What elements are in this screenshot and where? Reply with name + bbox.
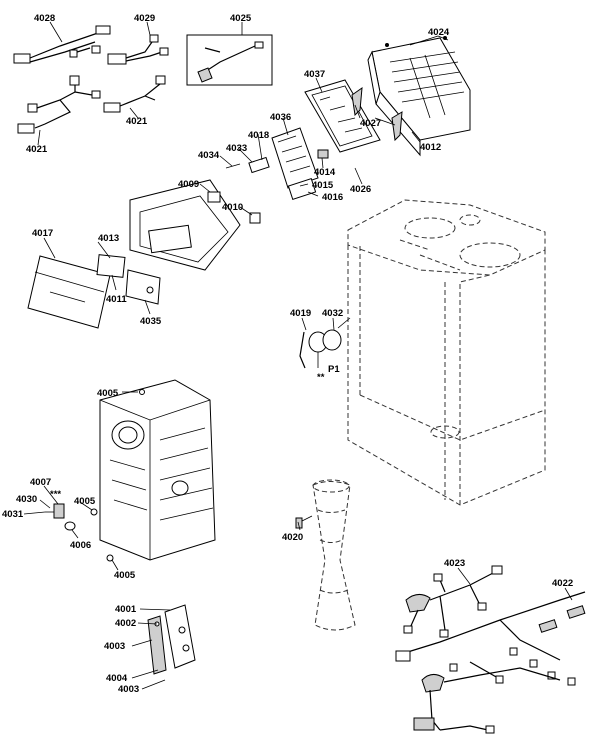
label-4005-top: 4005	[97, 388, 119, 399]
pcb-board-4037	[304, 79, 381, 153]
module-4035	[125, 269, 161, 305]
label-4031: 4031	[2, 509, 24, 520]
label-4023: 4023	[444, 558, 465, 569]
label-4012: 4012	[420, 142, 441, 153]
label-4005-mid: 4005	[74, 496, 96, 507]
heat-exchanger	[99, 379, 216, 561]
label-stars: ***	[50, 489, 61, 500]
cable-4025	[186, 34, 273, 86]
label-4019: 4019	[290, 308, 311, 319]
label-4026: 4026	[350, 184, 371, 195]
cable-4028	[13, 25, 111, 64]
label-4005-bottom: 4005	[114, 570, 136, 581]
flue-pipe-4020	[295, 479, 356, 631]
label-4015: 4015	[312, 180, 334, 191]
label-4002: 4002	[115, 618, 136, 629]
cable-4021-left	[17, 75, 101, 134]
label-4029: 4029	[134, 13, 155, 24]
label-4016: 4016	[322, 192, 343, 203]
mounting-bracket	[147, 604, 196, 675]
label-4030: 4030	[16, 494, 37, 505]
leader-lines	[23, 21, 573, 690]
label-p1-stars: **	[317, 372, 325, 383]
label-4037: 4037	[304, 69, 325, 80]
pressure-gauge-4019	[299, 317, 351, 369]
circuit-board-4036	[225, 127, 329, 200]
label-p1: P1	[328, 364, 340, 375]
label-4036: 4036	[270, 112, 291, 123]
label-4006: 4006	[70, 540, 91, 551]
label-4007: 4007	[30, 477, 51, 488]
label-4032: 4032	[322, 308, 343, 319]
label-4022: 4022	[552, 578, 573, 589]
sensor-4007	[45, 503, 114, 562]
label-4017: 4017	[32, 228, 53, 239]
label-4021-right: 4021	[126, 116, 148, 127]
label-4034: 4034	[198, 150, 220, 161]
cable-4029	[107, 34, 169, 65]
cable-4021-right	[103, 75, 166, 113]
label-4018: 4018	[248, 130, 269, 141]
boiler-housing-outline	[347, 199, 546, 506]
front-cover-4017	[27, 255, 111, 329]
part-labels: 4028 4029 4025 4024 4021 4021 4037 4027 …	[2, 13, 573, 695]
label-4025: 4025	[230, 13, 252, 24]
label-4004: 4004	[106, 673, 128, 684]
label-4035: 4035	[140, 316, 162, 327]
label-4028: 4028	[34, 13, 55, 24]
control-panel-4013	[129, 179, 261, 271]
label-4001: 4001	[115, 604, 137, 615]
label-4020: 4020	[282, 532, 303, 543]
label-4027: 4027	[360, 118, 381, 129]
label-4003-bottom: 4003	[118, 684, 139, 695]
label-4024: 4024	[428, 27, 450, 38]
label-4014: 4014	[314, 167, 336, 178]
clamps-4027	[351, 86, 403, 142]
label-4003-top: 4003	[104, 641, 125, 652]
label-4010: 4010	[222, 202, 243, 213]
label-4009: 4009	[178, 179, 199, 190]
label-4021-left: 4021	[26, 144, 48, 155]
wiring-harness-4022	[395, 591, 586, 734]
control-box-housing	[367, 36, 471, 157]
label-4011: 4011	[106, 294, 127, 305]
label-4033: 4033	[226, 143, 247, 154]
display-4011	[96, 254, 126, 278]
label-4013: 4013	[98, 233, 119, 244]
wiring-harness-4023	[403, 565, 503, 638]
